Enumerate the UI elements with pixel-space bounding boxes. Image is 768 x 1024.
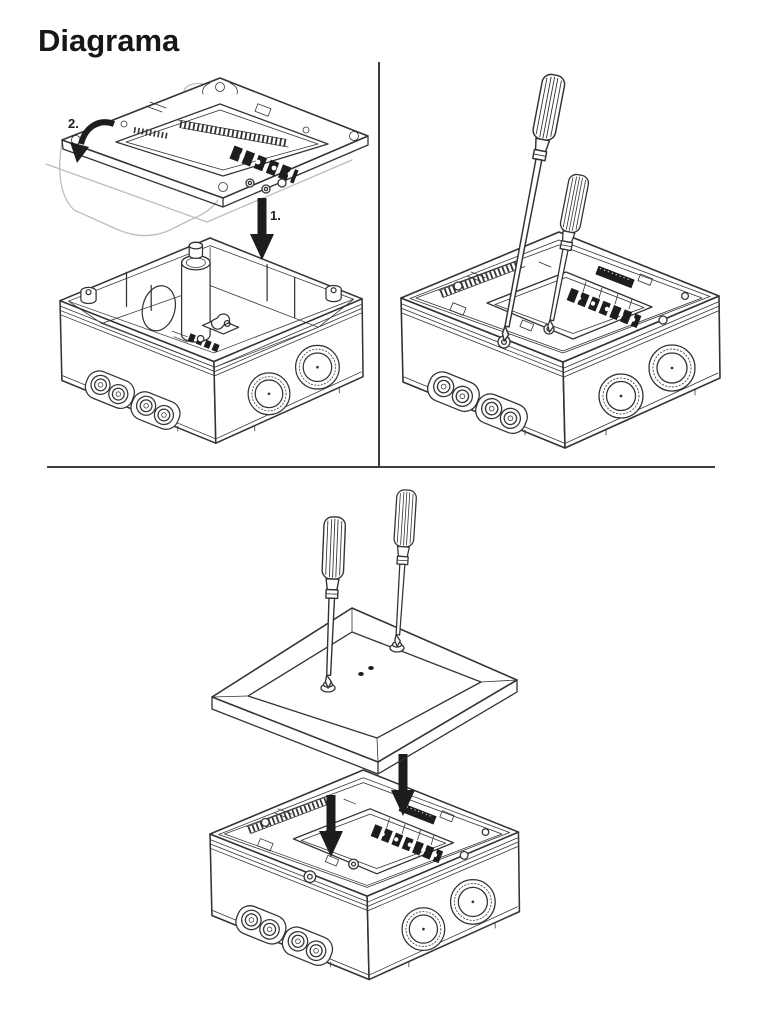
illustration-step1-insert-plate: 1. 2. xyxy=(45,77,369,470)
release-arrow xyxy=(70,119,116,163)
step-label-1: 1. xyxy=(270,208,281,223)
illustration-step3-fit-lid xyxy=(180,480,610,1020)
illustration-step2-fasten-plate xyxy=(395,70,725,465)
lid-marker-dot xyxy=(358,672,364,676)
lid-marker-dot xyxy=(368,666,374,670)
screwdriver-right xyxy=(387,489,416,647)
step-label-2: 2. xyxy=(68,116,79,131)
junction-box-open xyxy=(60,238,363,443)
junction-box-interior xyxy=(68,241,354,368)
horizontal-panel-divider xyxy=(47,466,715,468)
clamp-cluster xyxy=(171,313,240,353)
box-lid xyxy=(211,607,518,775)
junction-box-with-plate xyxy=(210,770,519,980)
corner-posts xyxy=(80,284,342,305)
center-post-cylinder xyxy=(180,241,211,343)
page-title: Diagrama xyxy=(38,23,180,58)
vertical-panel-divider xyxy=(378,62,380,467)
terminal-screws xyxy=(245,178,287,194)
terminal-plate xyxy=(61,77,369,208)
